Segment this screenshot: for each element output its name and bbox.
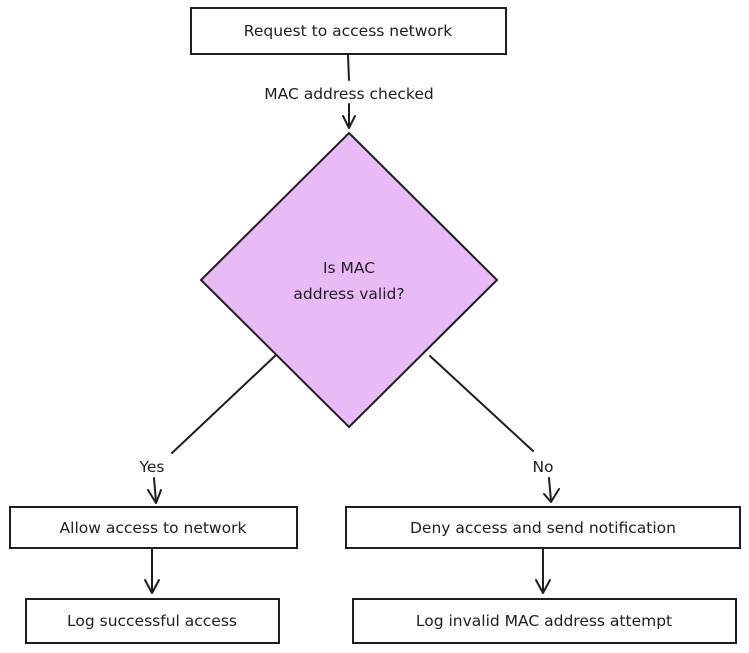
edge-decision-to-deny bbox=[429, 355, 560, 503]
node-deny: Deny access and send notification bbox=[345, 506, 741, 549]
node-log-invalid: Log invalid MAC address attempt bbox=[352, 598, 737, 644]
edge-request-to-decision bbox=[342, 54, 356, 129]
node-log-invalid-label: Log invalid MAC address attempt bbox=[416, 612, 672, 630]
node-request: Request to access network bbox=[190, 7, 507, 55]
node-allow-label: Allow access to network bbox=[60, 519, 247, 537]
node-decision: Is MAC address valid? bbox=[199, 131, 499, 429]
node-allow: Allow access to network bbox=[9, 506, 298, 549]
node-request-label: Request to access network bbox=[244, 22, 453, 40]
edge-label-yes: Yes bbox=[138, 458, 164, 476]
node-deny-label: Deny access and send notification bbox=[410, 519, 676, 537]
decision-diamond bbox=[199, 131, 499, 429]
edge-decision-to-allow bbox=[147, 354, 277, 504]
node-log-success-label: Log successful access bbox=[67, 612, 237, 630]
node-log-success: Log successful access bbox=[25, 598, 280, 644]
node-decision-line2: address valid? bbox=[293, 285, 404, 303]
edge-deny-to-log-invalid bbox=[535, 547, 551, 594]
node-decision-line1: Is MAC bbox=[323, 259, 375, 277]
edge-label-no: No bbox=[532, 458, 553, 476]
edge-label-mac-checked: MAC address checked bbox=[264, 85, 433, 103]
edge-allow-to-log-success bbox=[144, 547, 160, 594]
